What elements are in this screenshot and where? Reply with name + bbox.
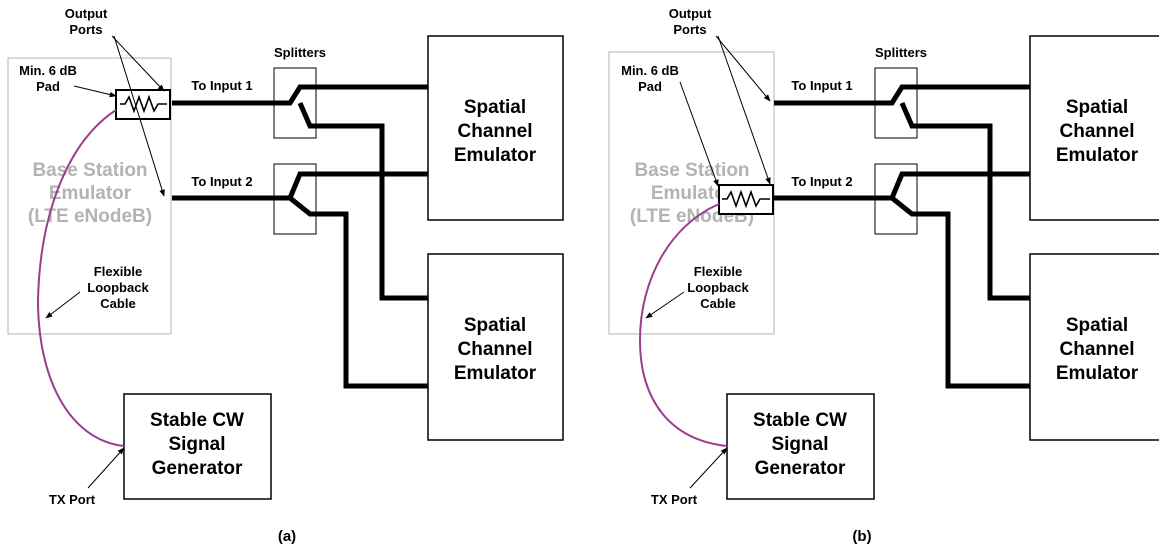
signal-path-input1: [774, 84, 1030, 301]
emulator1-label-line2: Channel: [1060, 121, 1135, 142]
splitter-box-2: [273, 163, 317, 235]
cable-label-line3: Cable: [700, 296, 735, 311]
emulator1-label-line2: Channel: [458, 121, 533, 142]
resistor-symbol: [722, 189, 770, 209]
splitter-box-1: [874, 67, 918, 139]
base-station-label-line2: Emulator: [49, 183, 132, 204]
caption-a: (a): [278, 528, 296, 545]
emulator2-label-line3: Emulator: [454, 363, 537, 384]
output-ports-label-line2: Ports: [69, 22, 102, 37]
pad-arrow: [679, 81, 719, 187]
output-ports-label-line2: Ports: [673, 22, 706, 37]
cable-arrow: [45, 291, 81, 319]
channel-emulator-2: [427, 253, 564, 441]
generator-label-line1: Stable CW: [753, 410, 847, 431]
caption-b: (b): [852, 528, 871, 545]
loopback-cable: [36, 109, 125, 447]
pad-label-line1: Min. 6 dB: [621, 63, 679, 78]
signal-path-input1: [172, 84, 428, 301]
emulator1-label-line3: Emulator: [454, 145, 537, 166]
cable-arrow: [645, 291, 685, 319]
emulator1-label-line1: Spatial: [464, 97, 526, 118]
cable-label-line3: Cable: [100, 296, 135, 311]
input2-label: To Input 2: [191, 174, 252, 189]
cable-label-line2: Loopback: [87, 280, 149, 295]
tx-port-label: TX Port: [49, 492, 96, 507]
output-port-arrow-2: [113, 35, 165, 197]
loopback-cable: [638, 203, 728, 447]
signal-path-input2: [774, 171, 1030, 389]
panel-a: Base Station Emulator (LTE eNodeB) Split…: [7, 6, 564, 545]
generator-label-line2: Signal: [168, 434, 225, 455]
tx-port-label: TX Port: [651, 492, 698, 507]
output-port-arrow-2: [717, 35, 771, 185]
input2-label: To Input 2: [791, 174, 852, 189]
output-port-arrow-1: [111, 35, 165, 92]
emulator2-label-line3: Emulator: [1056, 363, 1139, 384]
input1-label: To Input 1: [791, 78, 852, 93]
emulator1-label-line3: Emulator: [1056, 145, 1139, 166]
splitters-label: Splitters: [274, 45, 326, 60]
emulator2-label-line1: Spatial: [1066, 315, 1128, 336]
emulator2-label-line2: Channel: [458, 339, 533, 360]
cable-label-line1: Flexible: [694, 264, 742, 279]
signal-generator-box: [726, 393, 875, 500]
signal-generator-box: [123, 393, 272, 500]
channel-emulator-1: [427, 35, 564, 221]
splitter-box-2: [874, 163, 918, 235]
generator-label-line3: Generator: [755, 458, 846, 479]
generator-label-line3: Generator: [152, 458, 243, 479]
generator-label-line2: Signal: [771, 434, 828, 455]
splitter-box-1: [273, 67, 317, 139]
channel-emulator-2: [1029, 253, 1159, 441]
channel-emulator-1: [1029, 35, 1159, 221]
signal-path-input2: [172, 171, 428, 389]
emulator2-label-line1: Spatial: [464, 315, 526, 336]
emulator2-label-line2: Channel: [1060, 339, 1135, 360]
base-station-label-line1: Base Station: [634, 160, 749, 181]
resistor-symbol: [120, 94, 167, 114]
pad-label-line2: Pad: [638, 79, 662, 94]
base-station-label-line1: Base Station: [32, 160, 147, 181]
input1-label: To Input 1: [191, 78, 252, 93]
pad-arrow: [73, 85, 117, 98]
base-station-label-line2: Emulator: [651, 183, 734, 204]
cable-label-line1: Flexible: [94, 264, 142, 279]
output-ports-label-line1: Output: [65, 6, 108, 21]
output-port-arrow-1: [715, 35, 771, 102]
pad-label-line1: Min. 6 dB: [19, 63, 77, 78]
splitters-label: Splitters: [875, 45, 927, 60]
tx-port-arrow: [689, 447, 728, 489]
cable-label-line2: Loopback: [687, 280, 749, 295]
emulator1-label-line1: Spatial: [1066, 97, 1128, 118]
panel-b: Base Station Emulator (LTE eNodeB) Split…: [608, 6, 1159, 545]
generator-label-line1: Stable CW: [150, 410, 244, 431]
tx-port-arrow: [87, 447, 125, 489]
output-ports-label-line1: Output: [669, 6, 712, 21]
pad-label-line2: Pad: [36, 79, 60, 94]
base-station-label-line3: (LTE eNodeB): [28, 206, 152, 227]
base-station-box: [7, 57, 172, 335]
